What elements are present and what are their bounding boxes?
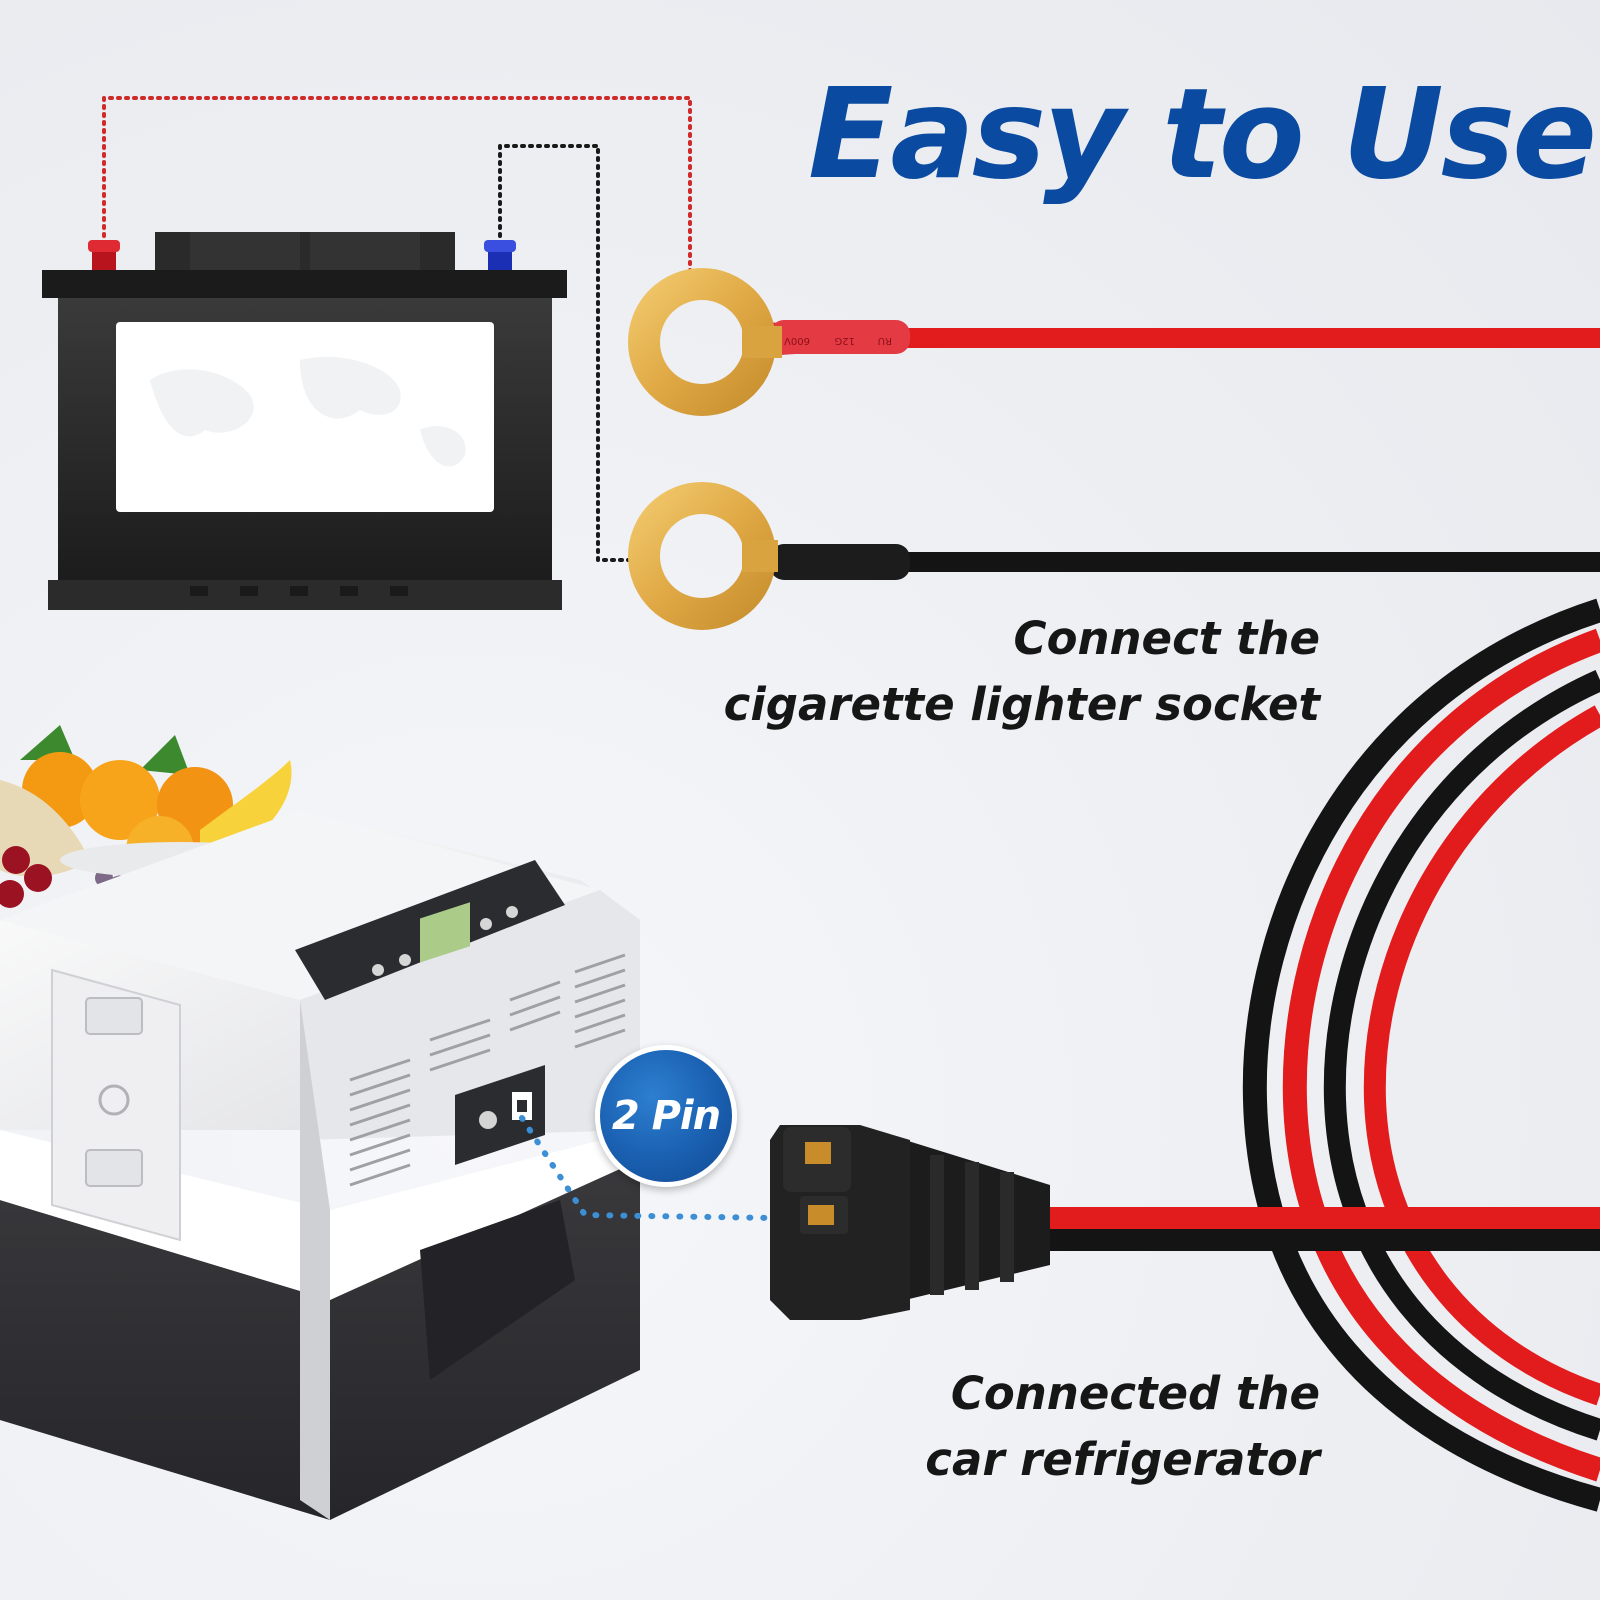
positive-guide-line [102,96,692,282]
negative-guide-line [498,144,636,562]
battery-connection-caption: Connect the cigarette lighter socket [724,606,1320,738]
battery-connection-guides [102,96,692,562]
two-pin-badge: 2 Pin [595,1045,737,1187]
black-ring-terminal-wire [628,482,1600,630]
control-panel [295,860,565,1000]
negative-terminal-icon [484,240,516,272]
caption-line: cigarette lighter socket [723,678,1320,731]
power-button-icon [372,964,384,976]
two-pin-plug [770,1125,1600,1320]
fridge-handle [420,1200,575,1380]
car-battery [42,232,567,610]
settings-button-icon [399,954,411,966]
badge-label: 2 Pin [611,1093,721,1139]
vent-grilles [349,953,626,1187]
fridge-connection-caption: Connected the car refrigerator [925,1361,1320,1493]
caption-line: car refrigerator [925,1433,1320,1486]
dc-input-port [455,1065,545,1165]
page-title: Easy to Use [808,62,1597,207]
fruit-bowl [0,725,300,908]
terminal-print-1: 600V [784,335,810,346]
terminal-print-3: RU [878,335,892,346]
side-panel [51,968,181,1242]
plus-button-icon [506,906,518,918]
caption-line: Connected the [950,1367,1320,1420]
positive-terminal-icon [88,240,120,272]
red-ring-terminal-wire: 600V 12G RU [628,268,1600,416]
terminal-print-2: 12G [835,335,855,346]
port-to-plug-guide [519,1115,778,1221]
minus-button-icon [480,918,492,930]
caption-line: Connect the [1013,612,1320,665]
car-refrigerator [0,810,640,1520]
coiled-cable [1242,598,1600,1512]
